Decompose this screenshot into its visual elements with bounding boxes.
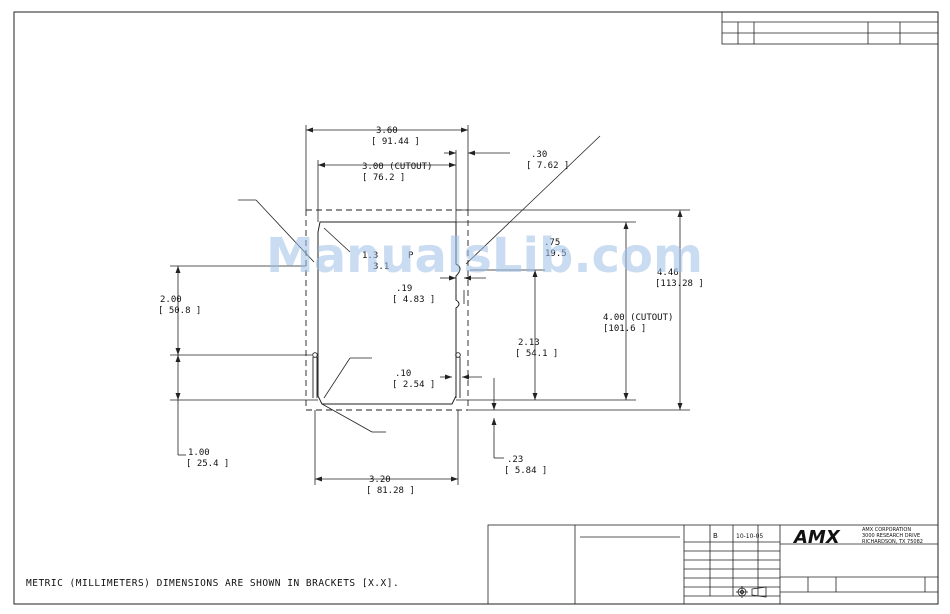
slot-right xyxy=(455,352,461,398)
dim-notch-gap-mm: [ 2.54 ] xyxy=(392,380,435,390)
dim-bottom-left: 1.00 xyxy=(188,448,210,458)
company-line-3: RICHARDSON, TX 75082 xyxy=(862,539,923,545)
dim-bottom-left-mm: [ 25.4 ] xyxy=(186,459,229,469)
slot-left xyxy=(312,352,318,398)
dim-cutout-height: 4.00 (CUTOUT) xyxy=(603,313,673,323)
watermark: ManualsLib.com xyxy=(266,228,703,284)
dim-bottom-width-mm: [ 81.28 ] xyxy=(366,486,415,496)
company-line-1: AMX CORPORATION xyxy=(862,527,911,533)
metric-note: METRIC (MILLIMETERS) DIMENSIONS ARE SHOW… xyxy=(26,578,399,589)
dim-bottom-width: 3.20 xyxy=(369,475,391,485)
dim-right-height-mm: [ 54.1 ] xyxy=(515,349,558,359)
dim-bottom-right-mm: [ 5.84 ] xyxy=(504,466,547,476)
company-line-2: 3000 RESEARCH DRIVE xyxy=(862,533,920,539)
dim-corner-a-mm: 3.1 xyxy=(373,262,389,272)
dim-left-height: 2.00 xyxy=(160,295,182,305)
dim-corner-b: .75 xyxy=(544,238,560,248)
dim-overall-width-mm: [ 91.44 ] xyxy=(371,137,420,147)
revision-block xyxy=(721,11,939,45)
overall-outline-dashed xyxy=(305,209,469,411)
dim-offset-top: .30 xyxy=(531,150,547,160)
title-block-rev: B xyxy=(713,532,718,540)
dim-overall-height-mm: [113.28 ] xyxy=(655,279,704,289)
dim-cutout-width-mm: [ 76.2 ] xyxy=(362,173,405,183)
dim-notch-depth-mm: [ 4.83 ] xyxy=(392,295,435,305)
title-block-date: 10-10-05 xyxy=(736,533,763,540)
part-outline xyxy=(317,221,461,405)
dim-corner-b-mm: 19.5 xyxy=(545,249,567,259)
title-block xyxy=(487,524,939,605)
dim-notch-gap: .10 xyxy=(395,369,411,379)
drawing-border xyxy=(13,11,939,605)
dim-left-height-mm: [ 50.8 ] xyxy=(158,306,201,316)
dim-corner-a: 1.3 xyxy=(362,251,378,261)
dim-cutout-height-mm: [101.6 ] xyxy=(603,324,646,334)
dim-bottom-right: .23 xyxy=(507,455,523,465)
dim-overall-width: 3.60 xyxy=(376,126,398,136)
dim-cutout-width: 3.00 (CUTOUT) xyxy=(362,162,432,172)
arrowheads xyxy=(175,127,683,482)
dim-offset-top-mm: [ 7.62 ] xyxy=(526,161,569,171)
dim-right-height: 2.13 xyxy=(518,338,540,348)
amx-logo: AMX xyxy=(792,527,841,548)
dim-overall-height: 4.46 xyxy=(657,268,679,278)
dimension-lines xyxy=(170,125,690,485)
dim-notch-depth: .19 xyxy=(396,284,412,294)
dim-corner-suffix: P xyxy=(408,251,414,261)
projection-symbol-icon xyxy=(736,586,767,598)
